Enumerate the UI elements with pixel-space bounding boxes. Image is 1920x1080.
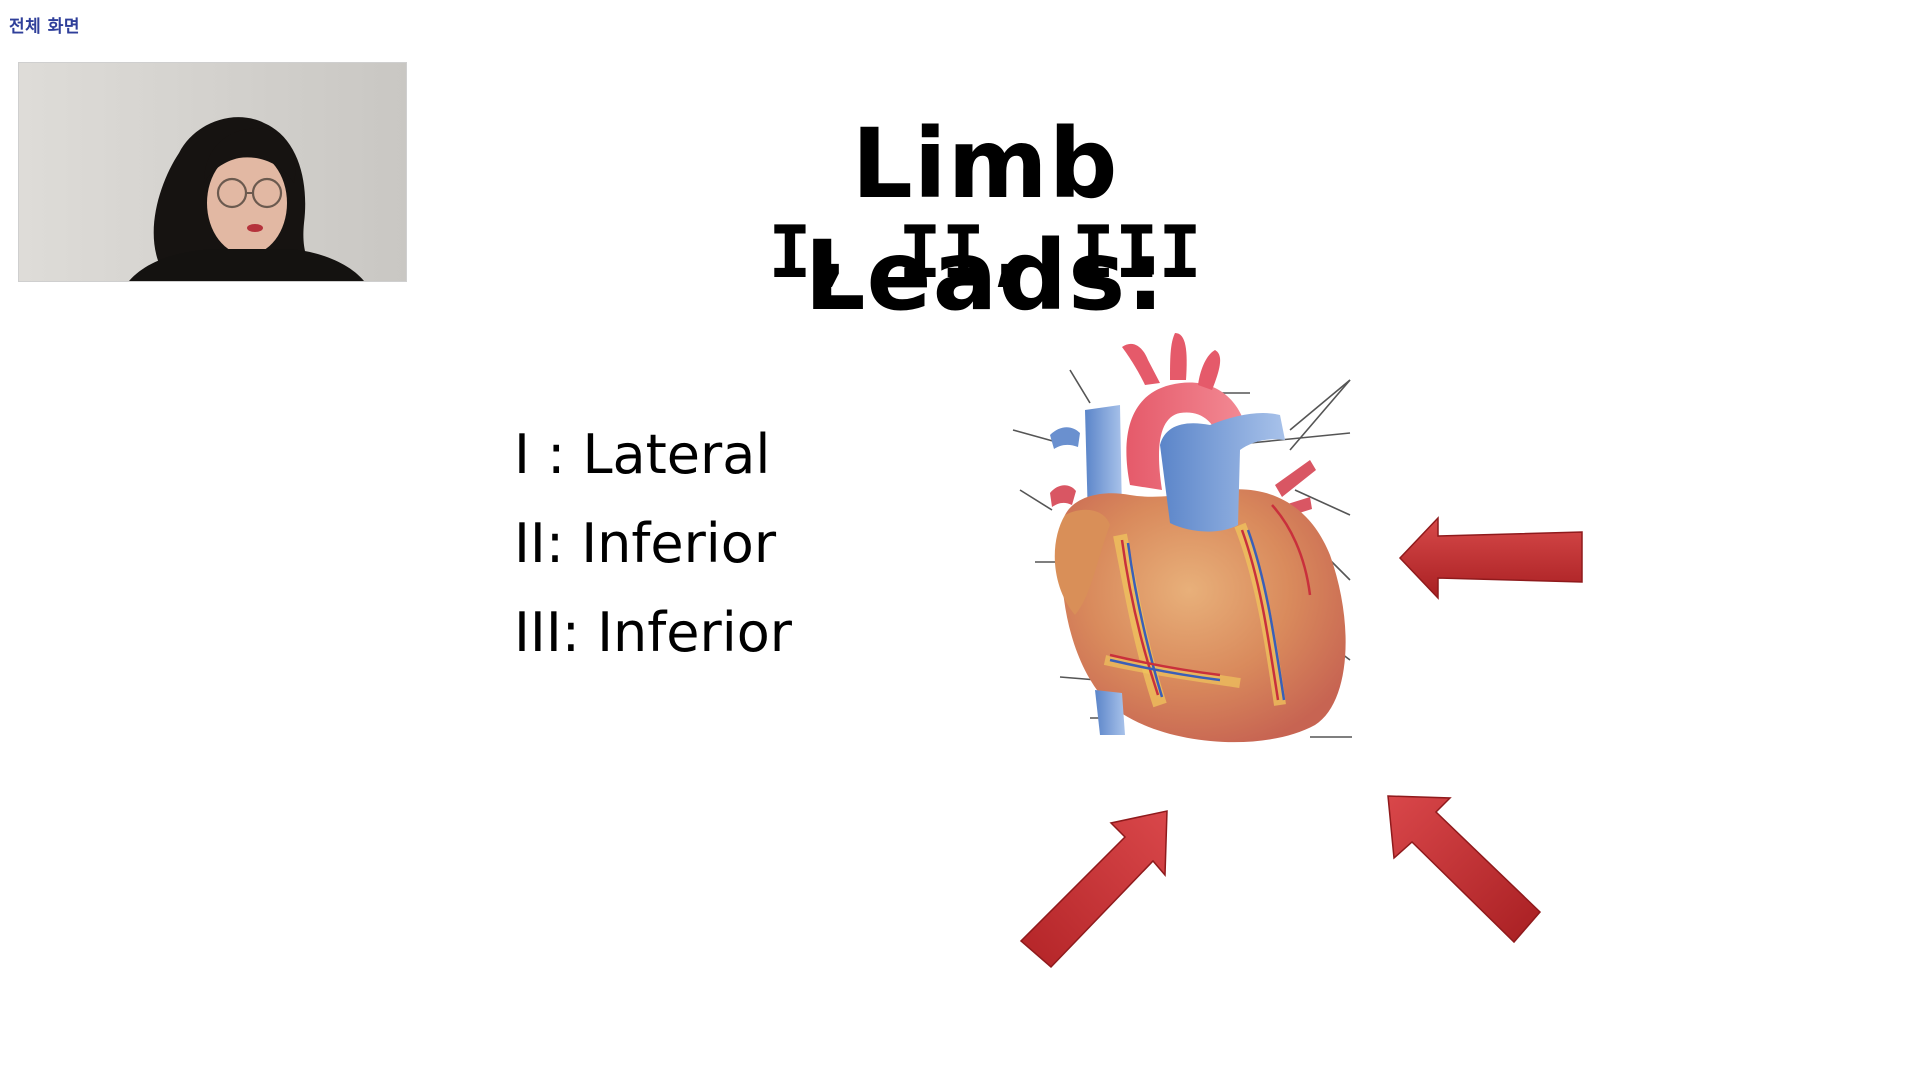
presenter-video-icon	[19, 63, 406, 281]
arrow-up-left-icon	[1387, 795, 1542, 944]
lead-list: I : Lateral II: Inferior III: Inferior	[514, 410, 934, 677]
lead-item-2: II: Inferior	[514, 512, 777, 575]
arrow-up-right-icon	[1019, 810, 1168, 969]
anatomical-heart-icon	[1012, 333, 1352, 743]
lead-item-3: III: Inferior	[514, 601, 792, 664]
arrow-left-icon	[1398, 516, 1583, 600]
fullscreen-toggle[interactable]: 전체 화면	[9, 17, 80, 37]
presenter-webcam	[18, 62, 407, 282]
lead-item-1: I : Lateral	[514, 423, 771, 486]
slide-title: Limb Leads:	[804, 108, 1166, 332]
slide-subtitle: I, II, III	[768, 210, 1202, 294]
